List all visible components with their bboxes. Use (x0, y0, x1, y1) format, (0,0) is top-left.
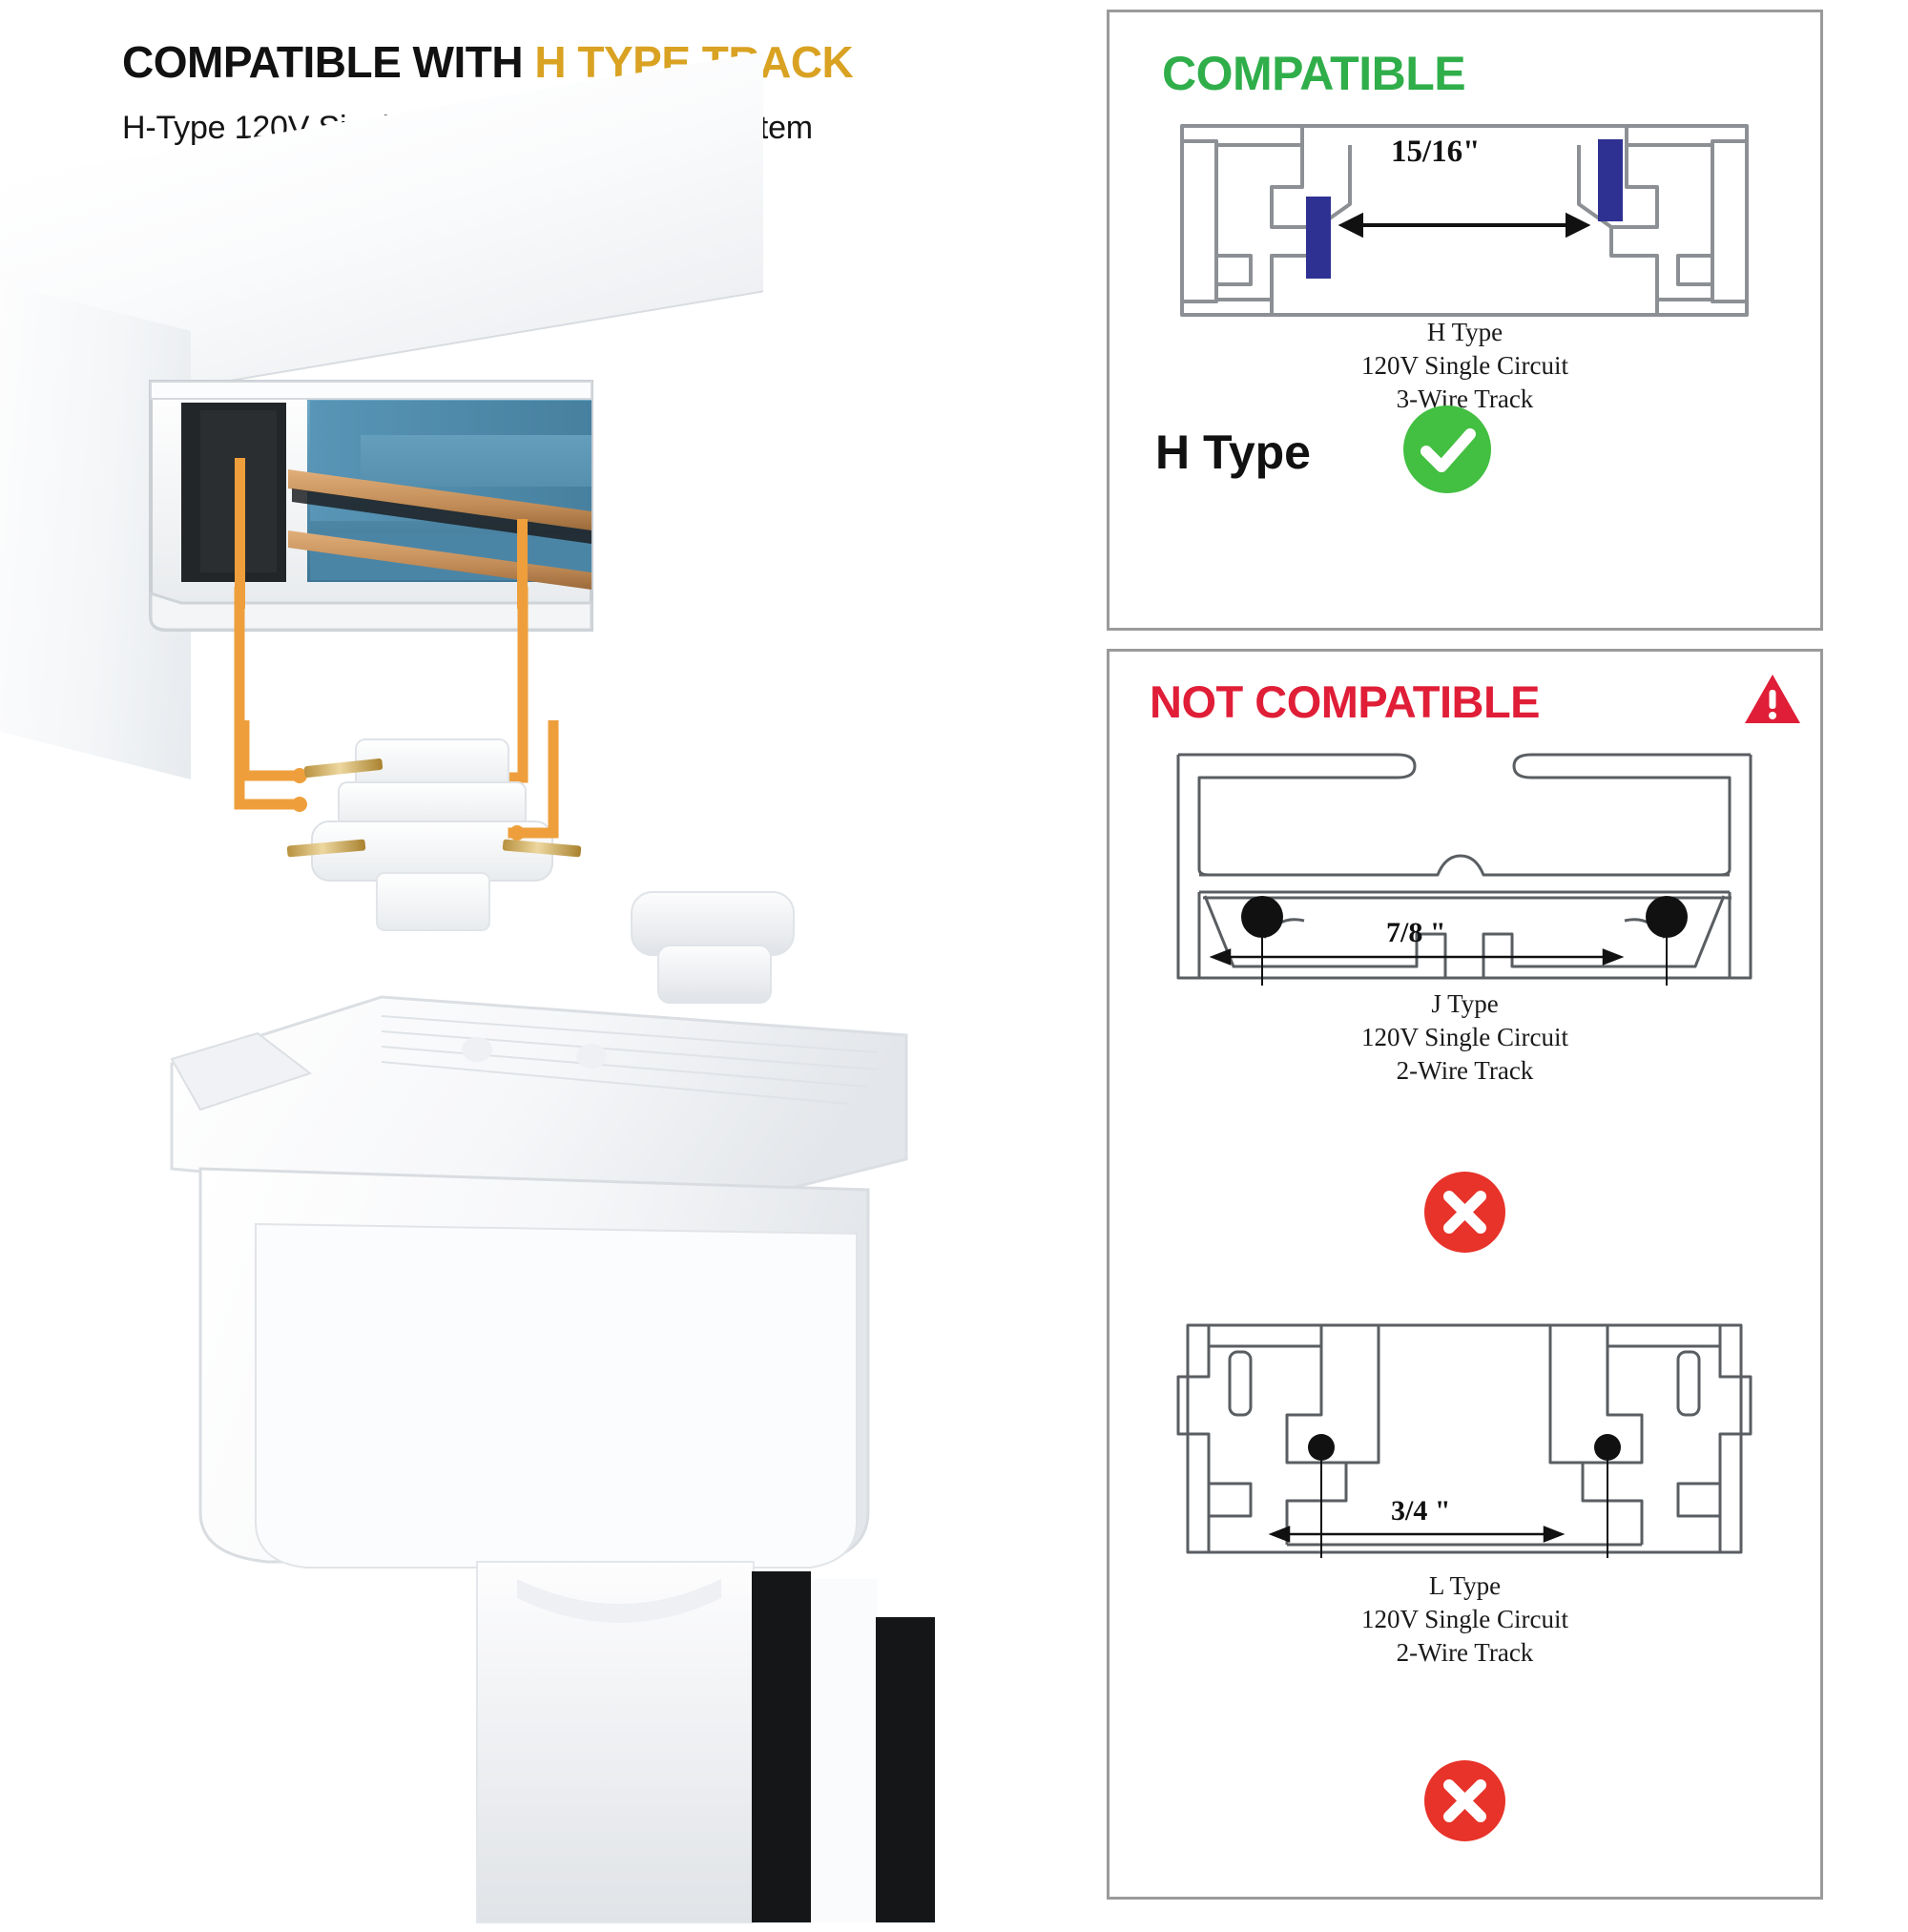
x-circle-icon-j-type (1424, 1172, 1505, 1253)
page-title: COMPATIBLE WITH H TYPE TRACK (122, 36, 854, 88)
not-compatible-title: NOT COMPATIBLE (1150, 676, 1541, 727)
j-type-dimension-label: 7/8 " (1386, 917, 1446, 948)
h-type-caption: H Type 120V Single Circuit 3-Wire Track (1110, 316, 1820, 416)
j-type-caption-line2: 120V Single Circuit (1360, 1023, 1568, 1052)
track-adapter (286, 738, 582, 931)
x-circle-icon-l-type (1424, 1760, 1505, 1841)
page-title-black: COMPATIBLE WITH (122, 37, 535, 87)
h-type-track-diagram (1180, 124, 1749, 317)
light-fixture-housing (170, 891, 935, 1923)
l-type-caption-line2: 120V Single Circuit (1360, 1605, 1568, 1634)
wiring-branch-upper (238, 720, 307, 783)
j-type-caption-line1: J Type (1431, 989, 1499, 1018)
l-type-caption-line3: 2-Wire Track (1396, 1638, 1534, 1668)
l-type-dimension-label: 3/4 " (1391, 1495, 1451, 1527)
l-type-dimension-arrow (1268, 1526, 1566, 1543)
h-type-dimension-label: 15/16" (1391, 135, 1481, 169)
conductor-left (1306, 197, 1331, 279)
l-type-track-diagram (1176, 1323, 1752, 1558)
j-type-caption: J Type 120V Single Circuit 2-Wire Track (1110, 987, 1820, 1088)
conductor-right (1598, 139, 1623, 221)
panel-compatible: COMPATIBLE (1107, 10, 1823, 631)
l-type-caption-line1: L Type (1428, 1571, 1502, 1600)
h-type-caption-line1: H Type (1426, 318, 1504, 346)
track-cross-section (149, 380, 593, 632)
product-photo (0, 52, 1097, 1923)
check-circle-icon (1403, 405, 1491, 493)
h-type-verdict-label: H Type (1155, 426, 1311, 479)
panel-not-compatible: NOT COMPATIBLE (1107, 649, 1823, 1900)
compatible-title: COMPATIBLE (1162, 47, 1466, 100)
j-type-caption-line3: 2-Wire Track (1396, 1056, 1534, 1086)
h-type-caption-line2: 120V Single Circuit (1360, 351, 1568, 381)
warning-triangle-icon (1745, 675, 1800, 723)
j-type-dimension-arrow (1209, 948, 1625, 966)
j-type-track-diagram (1176, 753, 1752, 986)
wiring-branch-right (508, 720, 559, 841)
l-type-caption: L Type 120V Single Circuit 2-Wire Track (1110, 1569, 1820, 1670)
